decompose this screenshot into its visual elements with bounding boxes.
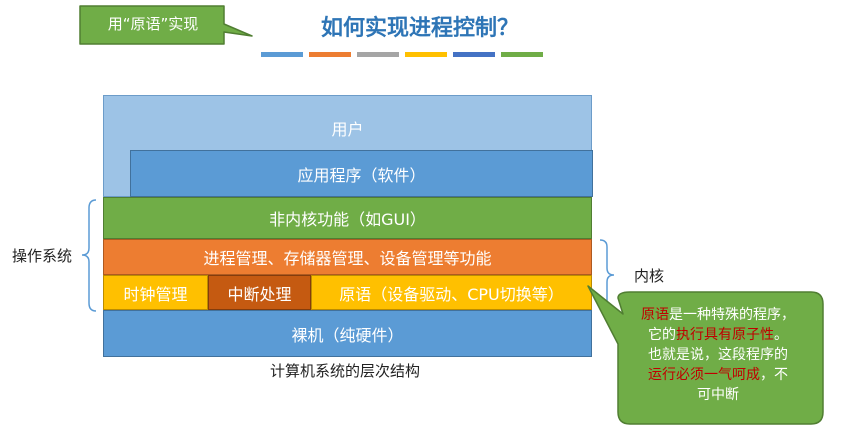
block-interrupt-handling: 中断处理	[208, 275, 311, 310]
color-strip-segment	[501, 52, 543, 57]
title-color-strip	[261, 52, 543, 57]
layer-hardware: 裸机（纯硬件）	[103, 310, 592, 357]
page-title: 如何实现进程控制？	[320, 16, 519, 41]
callout-line-5: 可中断	[697, 387, 739, 403]
callout-line-4: 运行必须一气呵成，不	[648, 367, 788, 383]
block-primitive: 原语（设备驱动、CPU切换等）	[311, 275, 592, 310]
callout-line-1: 原语是一种特殊的程序，	[641, 307, 795, 323]
os-brace-icon	[81, 199, 97, 312]
callout-right-text: 原语是一种特殊的程序， 它的执行具有原子性。 也就是说，这段程序的 运行必须一气…	[614, 305, 822, 417]
callout-line-3: 也就是说，这段程序的	[648, 347, 788, 363]
diagram-caption: 计算机系统的层次结构	[269, 361, 420, 380]
callout-top-bubble	[79, 5, 253, 45]
layer-management: 进程管理、存储器管理、设备管理等功能	[103, 239, 592, 275]
callout-right-bubble	[587, 285, 824, 425]
kernel-label: 内核	[633, 266, 664, 285]
block-clock-management: 时钟管理	[103, 275, 208, 310]
layer-application: 应用程序（软件）	[130, 150, 593, 197]
callout-top-text: 用“原语”实现	[107, 14, 199, 33]
layer-non-kernel: 非内核功能（如GUI）	[103, 197, 592, 239]
color-strip-segment	[357, 52, 399, 57]
os-label: 操作系统	[11, 246, 72, 265]
color-strip-segment	[309, 52, 351, 57]
callout-line-2: 它的执行具有原子性。	[648, 327, 788, 343]
color-strip-segment	[261, 52, 303, 57]
color-strip-segment	[405, 52, 447, 57]
color-strip-segment	[453, 52, 495, 57]
